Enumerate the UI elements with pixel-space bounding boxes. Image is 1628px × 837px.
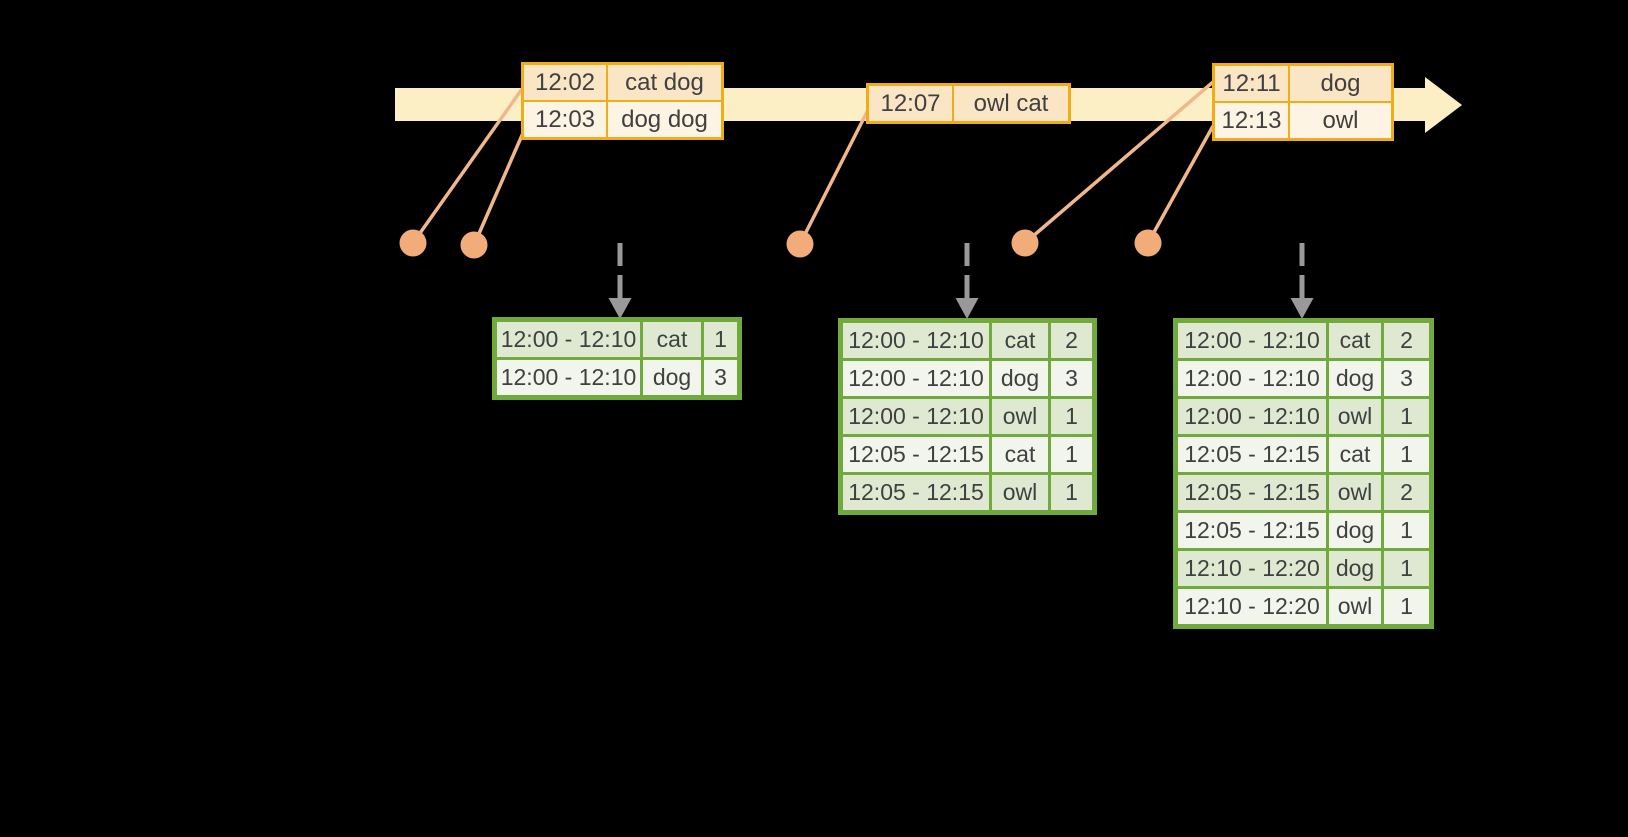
event-time-axis-arrowhead-icon — [1425, 77, 1462, 133]
word-cell: dog — [1329, 513, 1381, 548]
count-cell: 1 — [1384, 399, 1429, 434]
count-cell: 1 — [1384, 589, 1429, 624]
window-cell: 12:10 - 12:20 — [1178, 551, 1326, 586]
window-cell: 12:00 - 12:10 — [497, 360, 640, 395]
window-cell: 12:05 - 12:15 — [1178, 475, 1326, 510]
window-cell: 12:10 - 12:20 — [1178, 589, 1326, 624]
event-dot — [460, 231, 488, 259]
count-cell: 1 — [1384, 513, 1429, 548]
word-cell: dog — [643, 360, 701, 395]
count-cell: 3 — [1384, 361, 1429, 396]
count-cell: 1 — [1051, 399, 1092, 434]
count-cell: 2 — [1384, 475, 1429, 510]
word-cell: dog — [1329, 551, 1381, 586]
count-cell: 3 — [704, 360, 737, 395]
event-connector-line — [1146, 125, 1215, 244]
event-dot — [399, 229, 427, 257]
event-time-cell: 12:13 — [1215, 103, 1288, 138]
event-dot — [786, 230, 814, 258]
window-cell: 12:00 - 12:10 — [497, 322, 640, 357]
window-cell: 12:00 - 12:10 — [1178, 399, 1326, 434]
window-cell: 12:05 - 12:15 — [843, 437, 989, 472]
window-cell: 12:00 - 12:10 — [843, 323, 989, 358]
event-time-cell: 12:11 — [1215, 66, 1288, 101]
count-cell: 2 — [1384, 323, 1429, 358]
count-cell: 1 — [1384, 437, 1429, 472]
event-dot — [1011, 229, 1039, 257]
count-cell: 2 — [1051, 323, 1092, 358]
word-cell: owl — [1329, 399, 1381, 434]
word-cell: dog — [992, 361, 1048, 396]
event-dot — [1134, 229, 1162, 257]
window-cell: 12:05 - 12:15 — [1178, 437, 1326, 472]
event-connector-line — [411, 87, 524, 245]
trigger-arrow-icon — [1290, 243, 1314, 319]
window-cell: 12:05 - 12:15 — [1178, 513, 1326, 548]
event-time-cell: 12:03 — [524, 102, 606, 137]
trigger-arrow-icon — [955, 243, 979, 319]
trigger-arrow-icon — [608, 243, 632, 319]
word-cell: owl — [992, 475, 1048, 510]
word-cell: cat — [992, 323, 1048, 358]
event-time-cell: 12:07 — [869, 86, 952, 121]
event-words-cell: owl — [1290, 103, 1391, 138]
count-cell: 1 — [704, 322, 737, 357]
event-words-cell: owl cat — [954, 86, 1068, 121]
word-cell: cat — [992, 437, 1048, 472]
window-cell: 12:05 - 12:15 — [843, 475, 989, 510]
window-cell: 12:00 - 12:10 — [843, 361, 989, 396]
event-words-cell: dog dog — [608, 102, 721, 137]
word-cell: owl — [992, 399, 1048, 434]
event-words-cell: dog — [1290, 66, 1391, 101]
word-cell: cat — [643, 322, 701, 357]
word-cell: cat — [1329, 323, 1381, 358]
count-cell: 1 — [1051, 437, 1092, 472]
event-connector-line — [1023, 80, 1215, 245]
event-time-cell: 12:02 — [524, 65, 606, 100]
window-cell: 12:00 - 12:10 — [1178, 361, 1326, 396]
word-cell: owl — [1329, 475, 1381, 510]
count-cell: 1 — [1051, 475, 1092, 510]
event-words-cell: cat dog — [608, 65, 721, 100]
event-connector-line — [472, 132, 525, 246]
word-cell: dog — [1329, 361, 1381, 396]
event-connector-line — [798, 109, 870, 245]
window-cell: 12:00 - 12:10 — [1178, 323, 1326, 358]
count-cell: 3 — [1051, 361, 1092, 396]
count-cell: 1 — [1384, 551, 1429, 586]
window-cell: 12:00 - 12:10 — [843, 399, 989, 434]
word-cell: owl — [1329, 589, 1381, 624]
word-cell: cat — [1329, 437, 1381, 472]
